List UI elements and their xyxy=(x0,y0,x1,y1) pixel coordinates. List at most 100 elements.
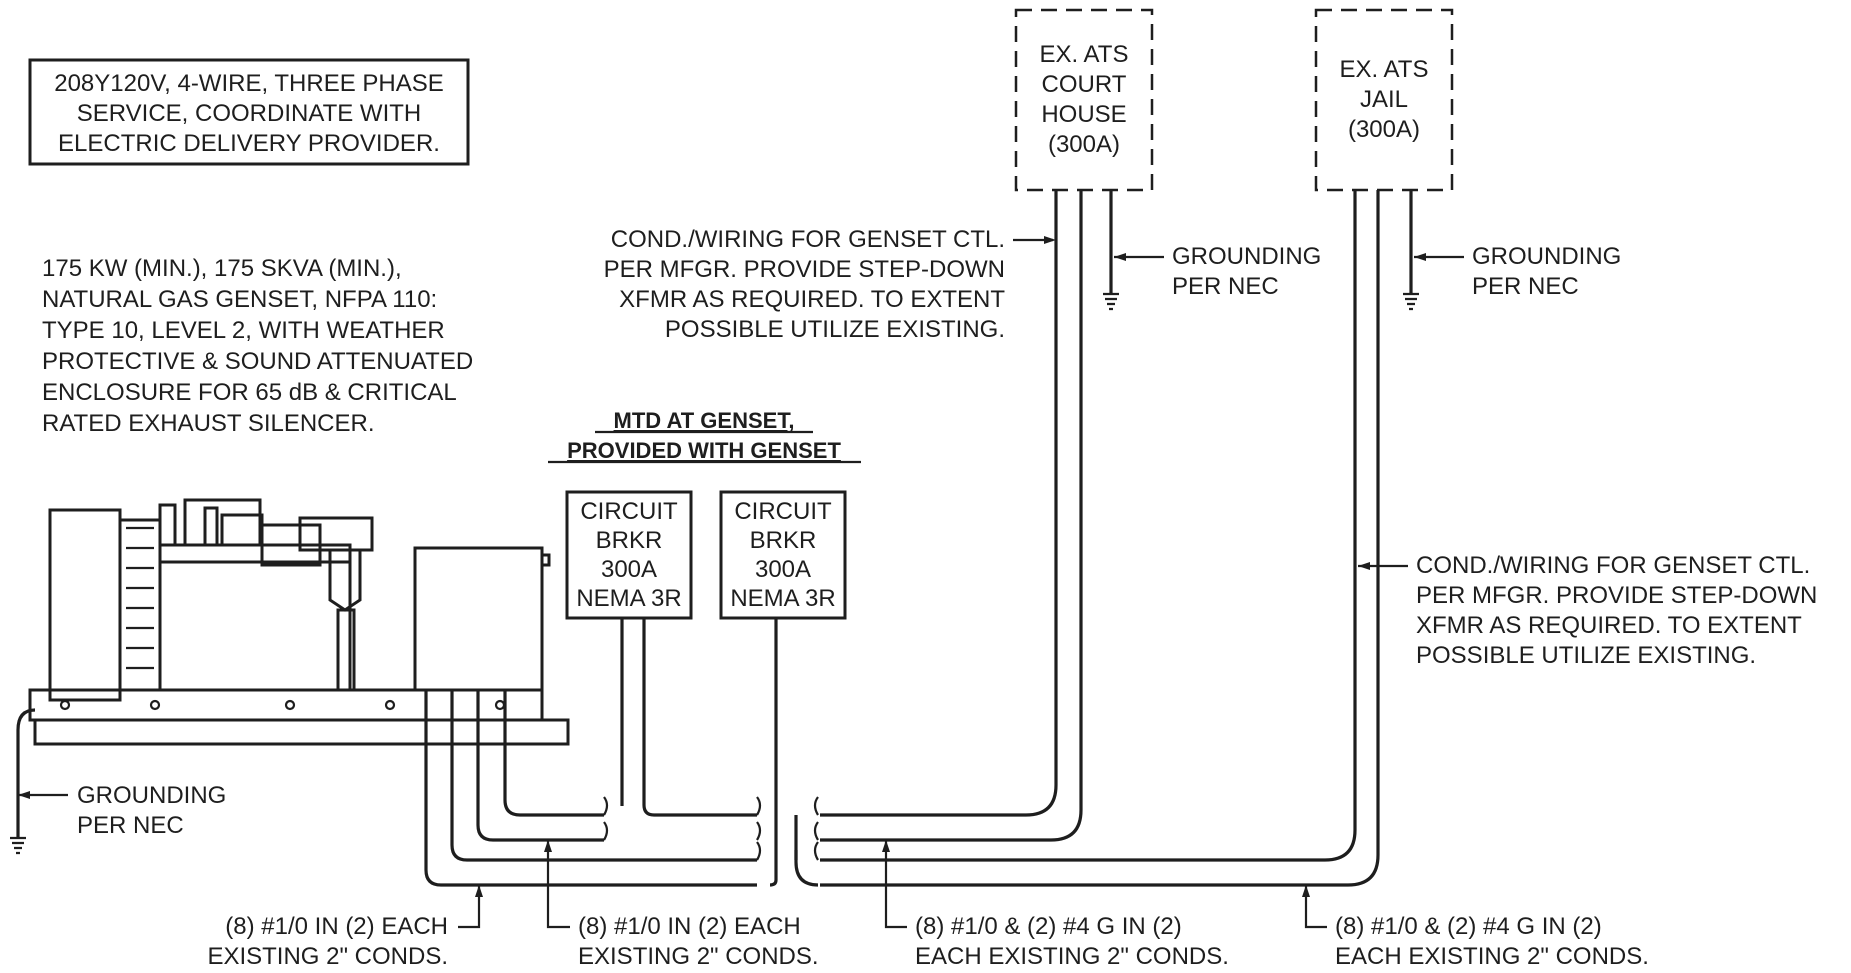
radiator xyxy=(48,508,122,702)
circuit-breaker-2: CIRCUIT BRKR 300A NEMA 3R xyxy=(719,490,847,620)
breaker-box xyxy=(719,490,847,620)
mount-bolt xyxy=(284,699,296,711)
arrow-icon xyxy=(1414,253,1426,261)
ats-label: EX. ATS xyxy=(1040,41,1129,68)
control-wiring-line: PER MFGR. PROVIDE STEP-DOWN xyxy=(1416,582,1817,609)
ats-label: HOUSE xyxy=(1041,101,1126,128)
pipe-riser xyxy=(203,506,219,547)
leader-line xyxy=(884,840,907,929)
exhaust-pipe xyxy=(158,498,262,545)
conduit-label: EXISTING 2" CONDS. xyxy=(578,943,819,970)
breaker-label: 300A xyxy=(755,556,811,583)
service-note-line: 208Y120V, 4-WIRE, THREE PHASE xyxy=(54,70,444,97)
control-wiring-note-1: COND./WIRING FOR GENSET CTL. PER MFGR. P… xyxy=(604,226,1056,343)
ground-symbol-icon xyxy=(1403,292,1419,311)
genset-note-line: RATED EXHAUST SILENCER. xyxy=(42,410,375,437)
genset-drawing xyxy=(28,498,570,746)
mount-bolt xyxy=(149,699,161,711)
turbo xyxy=(260,523,322,567)
grounding-label: GROUNDING xyxy=(1472,243,1621,270)
breaker-label: BRKR xyxy=(750,527,817,554)
conductor xyxy=(820,190,1380,887)
conduit-label: (8) #1/0 IN (2) EACH xyxy=(578,913,801,940)
ground-symbol-icon xyxy=(10,836,26,855)
service-note-border xyxy=(28,58,470,166)
conductor xyxy=(424,690,757,887)
conductor-break-icon xyxy=(813,796,819,861)
mount-bolt xyxy=(384,699,396,711)
control-wiring-note-2: COND./WIRING FOR GENSET CTL. PER MFGR. P… xyxy=(1358,552,1817,669)
arrow-icon xyxy=(1114,253,1126,261)
service-note: 208Y120V, 4-WIRE, THREE PHASE SERVICE, C… xyxy=(28,58,470,166)
conductor xyxy=(820,190,1083,842)
breaker-label: BRKR xyxy=(596,527,663,554)
conductor xyxy=(476,690,604,842)
genset-note: 175 KW (MIN.), 175 SKVA (MIN.), NATURAL … xyxy=(42,255,473,437)
circuit-breaker-1: CIRCUIT BRKR 300A NEMA 3R xyxy=(565,490,693,620)
breaker-box xyxy=(565,490,693,620)
leader-line xyxy=(1304,885,1327,929)
ats-label: EX. ATS xyxy=(1340,56,1429,83)
control-wiring-line: COND./WIRING FOR GENSET CTL. xyxy=(1416,552,1810,579)
support xyxy=(336,608,356,692)
grounding-label: PER NEC xyxy=(1172,273,1279,300)
conductor xyxy=(503,690,604,817)
conductor xyxy=(794,815,819,887)
ats-jail: EX. ATS JAIL (300A) xyxy=(1314,8,1454,311)
leader-line xyxy=(458,885,481,929)
heading-underline xyxy=(548,430,861,464)
arrow-icon xyxy=(1358,562,1370,570)
conductor xyxy=(820,190,1058,817)
manifold xyxy=(220,513,264,547)
alternator xyxy=(413,546,544,692)
ats-grounding-notes: GROUNDING PER NEC GROUNDING PER NEC xyxy=(1114,243,1621,300)
intake xyxy=(328,550,362,612)
control-wiring-line: PER MFGR. PROVIDE STEP-DOWN xyxy=(604,256,1005,283)
breaker-label: NEMA 3R xyxy=(730,585,835,612)
control-wiring-line: POSSIBLE UTILIZE EXISTING. xyxy=(1416,642,1756,669)
conduit-label: (8) #1/0 & (2) #4 G IN (2) xyxy=(1335,913,1602,940)
ats-box xyxy=(1014,8,1154,192)
arrow-icon xyxy=(18,791,30,799)
fan-shroud xyxy=(118,518,162,692)
ats-label: COURT xyxy=(1042,71,1127,98)
arrow-icon xyxy=(475,885,483,897)
control-wiring-line: COND./WIRING FOR GENSET CTL. xyxy=(611,226,1005,253)
mount-bolt xyxy=(59,699,71,711)
conductor xyxy=(642,618,757,817)
engine-block xyxy=(158,560,352,692)
arrow-icon xyxy=(1044,236,1056,244)
air-filter xyxy=(298,516,374,552)
breaker-label: 300A xyxy=(601,556,657,583)
grounding-label: GROUNDING xyxy=(77,782,226,809)
ats-court-house: EX. ATS COURT HOUSE (300A) xyxy=(1014,8,1154,311)
leader-line xyxy=(546,840,570,929)
genset-note-line: PROTECTIVE & SOUND ATTENUATED xyxy=(42,348,473,375)
ats-conductors xyxy=(794,190,1380,887)
conduit-label: EACH EXISTING 2" CONDS. xyxy=(915,943,1229,970)
genset-note-line: ENCLOSURE FOR 65 dB & CRITICAL xyxy=(42,379,457,406)
ground-symbol-icon xyxy=(1103,292,1119,311)
ats-label: (300A) xyxy=(1048,131,1120,158)
genset-breaker-conductors xyxy=(424,618,778,887)
ats-label: JAIL xyxy=(1360,86,1408,113)
arrow-icon xyxy=(882,840,890,852)
conduit-callouts: (8) #1/0 IN (2) EACH EXISTING 2" CONDS. … xyxy=(207,840,1649,970)
arrow-icon xyxy=(544,840,552,852)
breaker-heading-line: PROVIDED WITH GENSET xyxy=(567,438,841,463)
ats-label: (300A) xyxy=(1348,116,1420,143)
breaker-label: CIRCUIT xyxy=(580,498,678,525)
grounding-label: PER NEC xyxy=(77,812,184,839)
breaker-heading-line: MTD AT GENSET, xyxy=(614,408,795,433)
conduit-label: (8) #1/0 IN (2) EACH xyxy=(225,913,448,940)
arrow-icon xyxy=(1302,885,1310,897)
foundation xyxy=(33,718,570,746)
control-wiring-line: XFMR AS REQUIRED. TO EXTENT xyxy=(619,286,1005,313)
mount-bolt xyxy=(494,699,506,711)
control-wiring-line: POSSIBLE UTILIZE EXISTING. xyxy=(665,316,1005,343)
grounding-label: GROUNDING xyxy=(1172,243,1321,270)
conductor xyxy=(450,690,757,862)
breaker-label: NEMA 3R xyxy=(576,585,681,612)
genset-grounding: GROUNDING PER NEC xyxy=(10,708,226,855)
